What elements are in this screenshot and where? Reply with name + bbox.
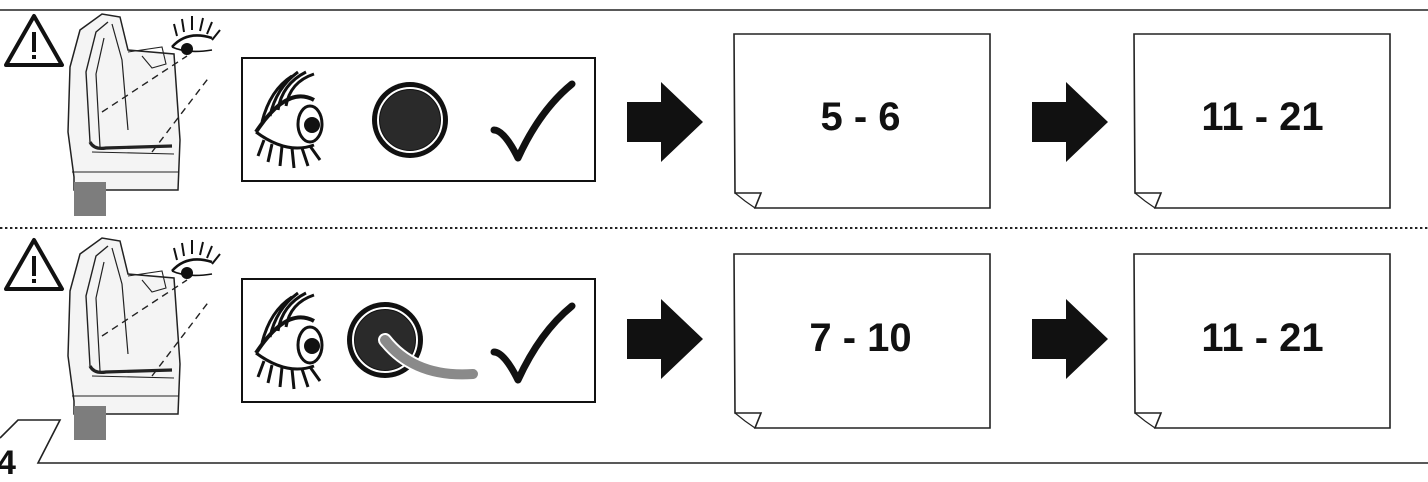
drain-plug-icon xyxy=(372,82,448,158)
warning-triangle-icon xyxy=(4,14,64,67)
page-reference-card xyxy=(733,253,991,429)
arrow-right-icon xyxy=(627,82,703,162)
arrow-right-icon xyxy=(627,299,703,379)
checkmark-icon xyxy=(490,302,576,384)
page-reference-card xyxy=(733,33,991,209)
arrow-right-icon xyxy=(1032,82,1108,162)
checkmark-icon xyxy=(490,80,576,162)
page-reference-text: 7 - 10 xyxy=(809,316,912,360)
arrow-right-icon xyxy=(1032,299,1108,379)
warning-triangle-icon xyxy=(4,238,64,291)
page-reference-text: 11 - 21 xyxy=(1201,95,1324,139)
page-reference-text: 11 - 21 xyxy=(1201,316,1324,360)
eye-icon xyxy=(254,70,324,169)
page-reference-card xyxy=(1133,33,1391,209)
page-reference-text: 5 - 6 xyxy=(820,95,901,139)
vehicle-rear-hatch-icon xyxy=(67,13,221,216)
page-reference-card xyxy=(1133,253,1391,429)
drain-plug-with-hose-icon xyxy=(347,302,480,382)
eye-icon xyxy=(254,291,324,390)
vehicle-rear-hatch-icon xyxy=(67,237,221,440)
page-number: 4 xyxy=(0,444,16,482)
